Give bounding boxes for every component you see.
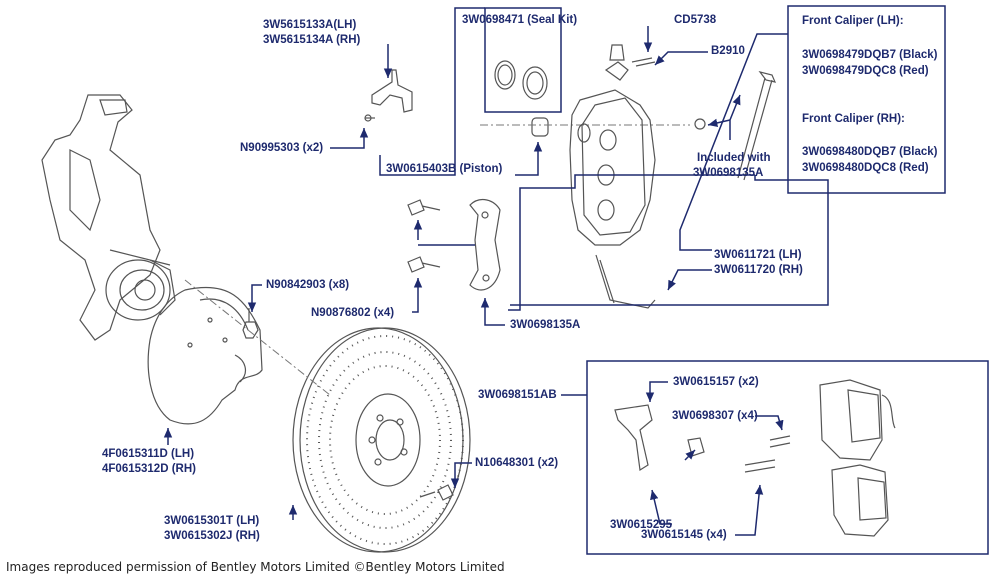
bracket-screw-label: N90995303 (x2) [240,142,324,154]
piston-label: 3W0615403B (Piston) [386,163,503,175]
disc-screw-label: N10648301 (x2) [475,457,559,469]
pad-hardware-drawing [614,379,896,537]
pin-clip-label: 3W0698307 (x4) [672,410,758,422]
caliper-bracket-label-rh: 3W5615134A (RH) [263,34,361,46]
front-caliper-lh-title: Front Caliper (LH): [802,15,904,27]
front-caliper-rh-title: Front Caliper (RH): [802,113,905,125]
seal-kit-box [484,7,562,113]
pad-set-box [586,360,989,555]
brake-disc-drawing [292,327,471,553]
image-credit: Images reproduced permission of Bentley … [6,560,505,574]
anti-rattle-label: 3W0615295 [610,519,673,531]
included-with-label: Included with [697,152,771,164]
dust-shield-label-lh: 4F0615311D (LH) [102,448,195,460]
sensor-wire-label-lh: 3W0611721 (LH) [714,249,802,261]
front-caliper-box [787,5,946,194]
front-caliper-lh-red: 3W0698479DQC8 (Red) [802,65,929,77]
dust-shield-drawing [147,286,263,425]
steering-knuckle-drawing [41,94,176,341]
included-with-part-label: 3W0698135A [693,167,764,179]
cd-part-label: CD5738 [674,14,717,26]
front-caliper-rh-black: 3W0698480DQB7 (Black) [802,146,938,158]
carrier-label: 3W0698135A [510,319,581,331]
pad-pin-label: 3W0615145 (x4) [641,529,727,541]
spring-clip-label: 3W0615157 (x2) [673,376,759,388]
disc-label-rh: 3W0615302J (RH) [164,530,260,542]
caliper-drawing [569,89,656,309]
front-caliper-lh-black: 3W0698479DQB7 (Black) [802,49,938,61]
seal-kit-label: 3W0698471 (Seal Kit) [462,14,578,26]
dust-shield-label-rh: 4F0615312D (RH) [102,463,196,475]
leader-lines [163,7,829,536]
hardware-drawing [242,44,777,501]
front-caliper-rh-red: 3W0698480DQC8 (Red) [802,162,929,174]
shield-screw-label: N90842903 (x8) [266,279,350,291]
disc-label-lh: 3W0615301T (LH) [164,515,260,527]
sensor-wire-label-rh: 3W0611720 (RH) [714,264,803,276]
b-part-label: B2910 [711,45,745,57]
carrier-bolt-label: N90876802 (x4) [311,307,395,319]
pad-set-label: 3W0698151AB [478,389,557,401]
caliper-bracket-label-lh: 3W5615133A(LH) [263,19,357,31]
